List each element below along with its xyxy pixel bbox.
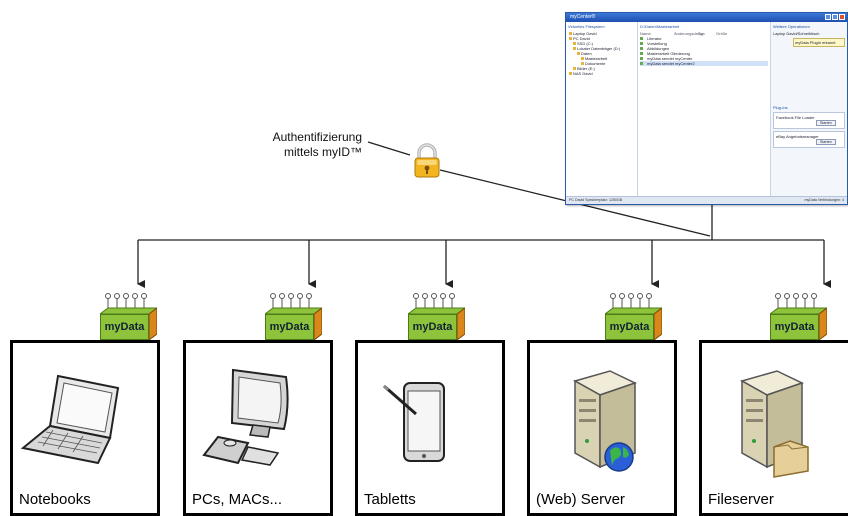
- device-fileserver: Fileserver: [699, 340, 848, 516]
- file-row[interactable]: Literatur: [640, 36, 768, 41]
- device-tablets: Tabletts: [355, 340, 505, 516]
- path-header: D:\Daten\Masterarbeit: [640, 24, 680, 29]
- device-label: PCs, MACs...: [192, 491, 283, 508]
- mydata-plugin-block: myData: [605, 293, 662, 340]
- plugin-ebay: eBay Angebotsmanager Starten: [773, 131, 845, 148]
- web-server-icon: [573, 370, 637, 472]
- tooltip: myData Plugin erkannt: [793, 38, 845, 47]
- padlock-icon: [414, 143, 440, 178]
- window-titlebar: myCenter®: [566, 13, 847, 22]
- maximize-icon[interactable]: [832, 14, 838, 20]
- desktop-computer-icon: [202, 368, 289, 466]
- auth-label: Authentifizierung mittels myID™: [250, 130, 362, 160]
- mycenter-app-window: myCenter® Virtuelles Filesystem Laptop D…: [565, 12, 848, 205]
- device-web-server: (Web) Server: [527, 340, 677, 516]
- tree-pane: Virtuelles Filesystem Laptop David PC Da…: [566, 22, 638, 197]
- device-pcs: PCs, MACs...: [183, 340, 333, 516]
- mydata-label: myData: [605, 314, 654, 340]
- tree-item[interactable]: PC David: [568, 36, 635, 41]
- operations-text: Laptop David/Schreibtisch: [773, 31, 820, 36]
- mydata-label: myData: [770, 314, 819, 340]
- tree-item[interactable]: SSD (C:): [568, 41, 635, 46]
- file-row[interactable]: Vorstellung: [640, 41, 768, 46]
- laptop-icon: [20, 374, 120, 465]
- auth-label-line2: mittels myID™: [284, 145, 362, 159]
- auth-pointer-line: [367, 141, 411, 156]
- tree-item[interactable]: Daten: [568, 51, 635, 56]
- window-title: myCenter®: [570, 14, 596, 20]
- device-label: (Web) Server: [536, 491, 625, 508]
- start-button[interactable]: Starten: [816, 120, 836, 126]
- status-bar: PC David Speicherplatz: 1250GB myData Ve…: [566, 196, 847, 204]
- status-left: PC David Speicherplatz: 1250GB: [569, 198, 623, 202]
- file-row[interactable]: Abbildungen: [640, 46, 768, 51]
- mydata-plugin-block: myData: [265, 293, 322, 340]
- status-right: myData Verbindungen: 4: [804, 198, 844, 202]
- device-label: Notebooks: [19, 491, 91, 508]
- device-notebooks: Notebooks: [10, 340, 160, 516]
- device-label: Tabletts: [364, 491, 416, 508]
- device-label: Fileserver: [708, 491, 774, 508]
- file-row-selected[interactable]: myData sendet myCenter2: [640, 61, 768, 66]
- mydata-plugin-block: myData: [100, 293, 157, 340]
- mydata-label: myData: [408, 314, 457, 340]
- file-list-pane: D:\Daten\Masterarbeit Name Änderungsdatu…: [638, 22, 771, 197]
- mydata-plugin-block: myData: [408, 293, 465, 340]
- plugins-header: Plug-Ins: [773, 105, 788, 110]
- operations-pane: Weitere Operationen Laptop David/Schreib…: [771, 22, 847, 197]
- file-row[interactable]: myData sendet myCenter: [640, 56, 768, 61]
- operations-header: Weitere Operationen: [773, 24, 810, 29]
- file-row[interactable]: Masterarbeit Gliederung: [640, 51, 768, 56]
- close-icon[interactable]: [839, 14, 845, 20]
- tree-item[interactable]: Bilder (E:): [568, 66, 635, 71]
- tree-item[interactable]: Laptop David: [568, 31, 635, 36]
- tree-item[interactable]: Masterarbeit: [568, 56, 635, 61]
- auth-label-line1: Authentifizierung: [272, 130, 362, 144]
- tree-pane-header: Virtuelles Filesystem: [568, 24, 605, 29]
- mydata-label: myData: [100, 314, 149, 340]
- minimize-icon[interactable]: [825, 14, 831, 20]
- plugin-facebook: Facebook File Loader Starten: [773, 112, 845, 129]
- mydata-label: myData: [265, 314, 314, 340]
- start-button[interactable]: Starten: [816, 139, 836, 145]
- window-controls: [825, 14, 845, 20]
- tablet-icon: [382, 382, 445, 462]
- mydata-plugin-block: myData: [770, 293, 827, 340]
- file-list-header: Name Änderungsdatum Typ Größe: [640, 31, 728, 36]
- tree-item[interactable]: NAS David: [568, 71, 635, 76]
- tree-item[interactable]: Lokaler Datenträger (D:): [568, 46, 635, 51]
- file-server-icon: [740, 370, 809, 478]
- tree-item[interactable]: Dokumente: [568, 61, 635, 66]
